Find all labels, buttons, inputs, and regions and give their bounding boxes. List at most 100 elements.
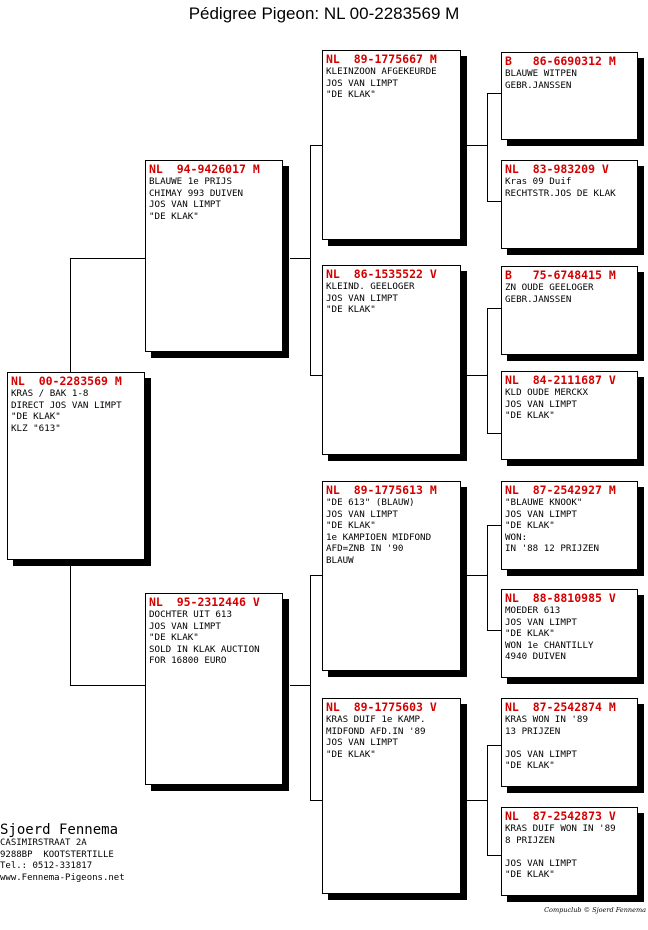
card-line: JOS VAN LIMPT <box>505 508 577 520</box>
connector-line <box>487 630 501 631</box>
owner-phone: Tel.: 0512-331817 <box>0 861 93 871</box>
card-line: JOS VAN LIMPT <box>326 737 398 749</box>
connector-line <box>70 258 146 259</box>
card-line: DIRECT JOS VAN LIMPT <box>11 399 122 411</box>
card-line: Kras 09 Duif <box>505 176 572 187</box>
card-line <box>505 737 634 749</box>
card-line: 13 PRIJZEN <box>505 725 561 737</box>
connector-line <box>70 258 71 372</box>
card-line: "BLAUWE KNOOK" <box>505 497 583 508</box>
connector-line <box>487 525 488 630</box>
connector-line <box>290 258 310 259</box>
card-line: "DE KLAK" <box>11 411 61 423</box>
credit-text: Compuclub © Sjoerd Fennema <box>544 906 646 914</box>
connector-line <box>487 745 488 855</box>
pigeon-card-subject[interactable]: NL 00-2283569 M KRAS / BAK 1-8 DIRECT JO… <box>7 372 145 560</box>
card-line: BLAUW <box>326 554 354 566</box>
connector-line <box>310 575 322 576</box>
card-line: JOS VAN LIMPT <box>505 857 577 869</box>
card-line: GEBR.JANSSEN <box>505 79 572 91</box>
connector-line <box>461 375 487 376</box>
pigeon-card-mf[interactable]: NL 89-1775613 M "DE 613" (BLAUW) JOS VAN… <box>322 481 461 671</box>
card-line: JOS VAN LIMPT <box>505 616 577 628</box>
ring-number: NL 87-2542873 V <box>505 809 616 823</box>
owner-block: Sjoerd Fennema CASIMIRSTRAAT 2A 9288BP K… <box>0 822 125 884</box>
pigeon-card-fmm[interactable]: NL 84-2111687 V KLD OUDE MERCKX JOS VAN … <box>501 371 638 460</box>
card-line: KRAS WON IN '89 <box>505 714 588 725</box>
pigeon-card-mm[interactable]: NL 89-1775603 V KRAS DUIF 1e KAMP. MIDFO… <box>322 698 461 894</box>
pigeon-card-fmf[interactable]: B 75-6748415 M ZN OUDE GEELOGER GEBR.JAN… <box>501 266 638 355</box>
card-line: "DE KLAK" <box>149 632 199 644</box>
card-line: "DE KLAK" <box>326 89 376 101</box>
pigeon-card-father[interactable]: NL 94-9426017 M BLAUWE 1e PRIJS CHIMAY 9… <box>145 160 283 352</box>
pigeon-card-mmf[interactable]: NL 87-2542874 M KRAS WON IN '89 13 PRIJZ… <box>501 698 638 787</box>
card-line: 8 PRIJZEN <box>505 834 555 846</box>
card-line: 4940 DUIVEN <box>505 651 566 663</box>
connector-line <box>487 433 501 434</box>
pigeon-card-fm[interactable]: NL 86-1535522 V KLEIND. GEELOGER JOS VAN… <box>322 265 461 455</box>
owner-website[interactable]: www.Fennema-Pigeons.net <box>0 872 125 883</box>
card-line: KRAS DUIF 1e KAMP. <box>326 714 426 725</box>
ring-number: NL 86-1535522 V <box>326 267 437 281</box>
pigeon-card-mff[interactable]: NL 87-2542927 M "BLAUWE KNOOK" JOS VAN L… <box>501 481 638 570</box>
card-line: JOS VAN LIMPT <box>505 398 577 410</box>
ring-number: NL 89-1775613 M <box>326 483 437 497</box>
card-line: MIDFOND AFD.IN '89 <box>326 725 426 737</box>
connector-line <box>310 145 311 375</box>
pigeon-card-mother[interactable]: NL 95-2312446 V DOCHTER UIT 613 JOS VAN … <box>145 593 283 785</box>
connector-line <box>487 201 501 202</box>
card-line: BLAUWE 1e PRIJS <box>149 176 232 187</box>
card-line: JOS VAN LIMPT <box>149 199 221 211</box>
connector-line <box>310 575 311 800</box>
ring-number: NL 00-2283569 M <box>11 374 122 388</box>
card-line: KLEINZOON AFGEKEURDE <box>326 66 437 77</box>
ring-number: NL 95-2312446 V <box>149 595 260 609</box>
page-title: Pédigree Pigeon: NL 00-2283569 M <box>188 4 460 23</box>
card-line: "DE KLAK" <box>505 520 555 532</box>
pigeon-card-ff[interactable]: NL 89-1775667 M KLEINZOON AFGEKEURDE JOS… <box>322 50 461 240</box>
connector-line <box>487 93 501 94</box>
ring-number: NL 89-1775603 V <box>326 700 437 714</box>
card-line: RECHTSTR.JOS DE KLAK <box>505 187 616 199</box>
ring-number: NL 87-2542927 M <box>505 483 616 497</box>
card-line: FOR 16800 EURO <box>149 655 227 667</box>
connector-line <box>310 800 322 801</box>
card-line: 1e KAMPIOEN MIDFOND <box>326 531 432 543</box>
ring-number: B 75-6748415 M <box>505 268 616 282</box>
card-line: KRAS / BAK 1-8 <box>11 388 89 399</box>
pigeon-card-fff[interactable]: B 86-6690312 M BLAUWE WITPEN GEBR.JANSSE… <box>501 52 638 140</box>
owner-city: 9288BP KOOTSTERTILLE <box>0 849 114 860</box>
connector-line <box>487 308 501 309</box>
owner-address: CASIMIRSTRAAT 2A <box>0 838 87 848</box>
connector-line <box>487 855 501 856</box>
connector-line <box>487 525 501 526</box>
connector-line <box>310 375 322 376</box>
connector-line <box>461 145 487 146</box>
card-line: SOLD IN KLAK AUCTION <box>149 643 260 655</box>
card-line: "DE KLAK" <box>505 760 555 772</box>
connector-line <box>290 685 310 686</box>
card-line: "DE KLAK" <box>326 748 376 760</box>
connector-line <box>487 308 488 433</box>
card-line: "DE KLAK" <box>326 520 376 532</box>
card-line: "DE KLAK" <box>149 210 199 222</box>
ring-number: NL 83-983209 V <box>505 162 609 176</box>
connector-line <box>310 145 322 146</box>
connector-line <box>70 560 71 685</box>
connector-line <box>461 800 487 801</box>
card-line <box>505 846 634 858</box>
card-line: KLZ "613" <box>11 422 61 434</box>
card-line: JOS VAN LIMPT <box>326 77 398 89</box>
card-line: GEBR.JANSSEN <box>505 293 572 305</box>
card-line: "DE KLAK" <box>505 628 555 640</box>
pigeon-card-mfm[interactable]: NL 88-8810985 V MOEDER 613 JOS VAN LIMPT… <box>501 589 638 678</box>
card-line: ZN OUDE GEELOGER <box>505 282 594 293</box>
pigeon-card-ffm[interactable]: NL 83-983209 V Kras 09 Duif RECHTSTR.JOS… <box>501 160 638 249</box>
connector-line <box>487 93 488 201</box>
ring-number: B 86-6690312 M <box>505 54 616 68</box>
pigeon-card-mmm[interactable]: NL 87-2542873 V KRAS DUIF WON IN '89 8 P… <box>501 807 638 896</box>
card-line: "DE KLAK" <box>326 304 376 316</box>
owner-name: Sjoerd Fennema <box>0 822 119 838</box>
card-line: JOS VAN LIMPT <box>505 748 577 760</box>
card-line: "DE KLAK" <box>505 410 555 422</box>
